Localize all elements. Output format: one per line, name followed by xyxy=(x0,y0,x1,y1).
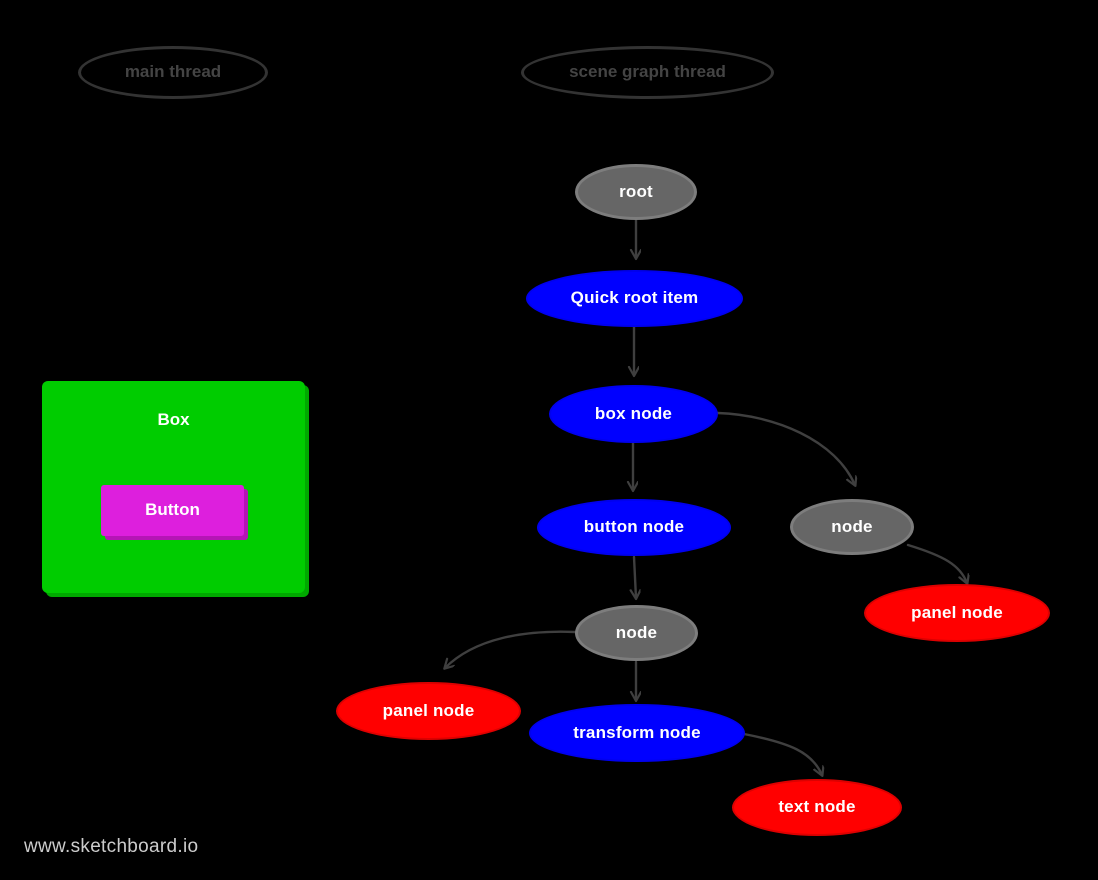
node-text-node[interactable]: text node xyxy=(732,779,902,836)
node-transform-node[interactable]: transform node xyxy=(529,704,745,762)
node-root-label: root xyxy=(619,181,653,201)
edge-button-node-to-node-center xyxy=(634,555,636,598)
ui-mockup-box[interactable]: Box Button xyxy=(42,381,305,593)
ui-mockup-button[interactable]: Button xyxy=(101,485,244,536)
node-node-center-label: node xyxy=(615,622,658,642)
node-node-right-label: node xyxy=(831,516,873,536)
node-button-node[interactable]: button node xyxy=(537,499,731,556)
lane-scene-graph-thread-label: scene graph thread xyxy=(569,62,726,82)
node-quick-root-item[interactable]: Quick root item xyxy=(526,270,743,327)
node-node-right[interactable]: node xyxy=(790,499,914,555)
node-root[interactable]: root xyxy=(575,164,697,220)
edge-transform-node-to-text-node xyxy=(742,732,822,775)
lane-main-thread[interactable]: main thread xyxy=(78,46,268,99)
node-text-node-label: text node xyxy=(778,797,856,817)
node-transform-node-label: transform node xyxy=(573,722,701,742)
node-panel-node-left-label: panel node xyxy=(382,700,475,720)
ui-mockup-button-label: Button xyxy=(145,500,200,520)
watermark: www.sketchboard.io xyxy=(24,836,199,857)
node-panel-node-right[interactable]: panel node xyxy=(864,584,1050,642)
node-node-center[interactable]: node xyxy=(575,605,698,661)
edge-box-node-to-node-right xyxy=(716,411,855,485)
lane-scene-graph-thread[interactable]: scene graph thread xyxy=(521,46,774,99)
ui-mockup-box-title: Box xyxy=(157,410,190,429)
edge-node-right-to-panel-node-right xyxy=(906,543,967,583)
node-button-node-label: button node xyxy=(583,517,685,537)
node-quick-root-item-label: Quick root item xyxy=(570,288,699,308)
lane-main-thread-label: main thread xyxy=(124,62,222,82)
edge-node-center-to-panel-node-left xyxy=(445,630,577,668)
node-box-node[interactable]: box node xyxy=(549,385,718,443)
node-box-node-label: box node xyxy=(594,403,673,423)
node-panel-node-right-label: panel node xyxy=(911,602,1003,622)
node-panel-node-left[interactable]: panel node xyxy=(336,682,521,740)
